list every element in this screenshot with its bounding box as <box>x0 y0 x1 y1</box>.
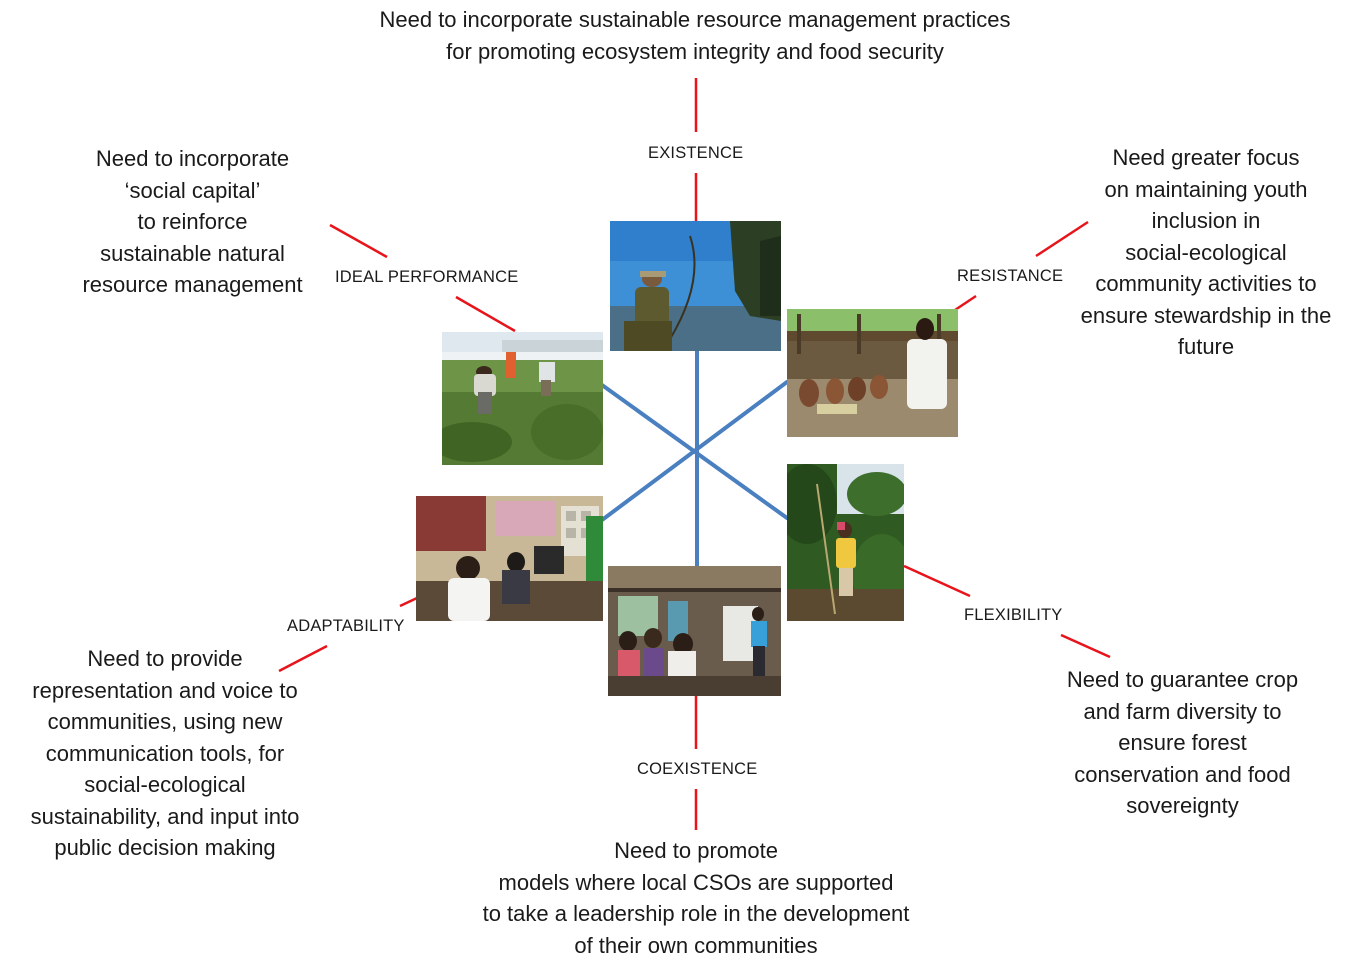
flexibility-connector-bottom <box>1061 635 1110 657</box>
ideal-performance-connector-top <box>330 225 387 257</box>
need-line: on maintaining youth <box>1060 174 1352 206</box>
existence-label: EXISTENCE <box>648 144 743 163</box>
need-line: to take a leadership role in the develop… <box>440 898 952 930</box>
ideal-performance-connector-bottom <box>456 297 515 331</box>
need-line: future <box>1060 331 1352 363</box>
forest-garden-photo <box>787 464 904 621</box>
adaptability-connector-top <box>400 598 417 606</box>
office-communication-photo <box>416 496 603 621</box>
need-line: public decision making <box>5 832 325 864</box>
need-line: Need to incorporate <box>60 143 325 175</box>
need-line: to reinforce <box>60 206 325 238</box>
need-line: models where local CSOs are supported <box>440 867 952 899</box>
adaptability-label: ADAPTABILITY <box>287 617 405 636</box>
need-line: social-ecological <box>5 769 325 801</box>
need-line: sustainability, and input into <box>5 801 325 833</box>
need-line: sovereignty <box>1040 790 1325 822</box>
adaptability-need-text: Need to provide representation and voice… <box>5 643 325 864</box>
need-line: Need to guarantee crop <box>1040 664 1325 696</box>
need-line: inclusion in <box>1060 205 1352 237</box>
need-line: for promoting ecosystem integrity and fo… <box>330 36 1060 68</box>
resistance-connector-bottom <box>955 296 976 310</box>
need-line: of their own communities <box>440 930 952 961</box>
need-line: Need to provide <box>5 643 325 675</box>
community-gathering-photo <box>787 309 958 437</box>
need-line: and farm diversity to <box>1040 696 1325 728</box>
existence-need-text: Need to incorporate sustainable resource… <box>330 4 1060 67</box>
flexibility-need-text: Need to guarantee crop and farm diversit… <box>1040 664 1325 822</box>
need-line: Need greater focus <box>1060 142 1352 174</box>
fisherman-photo <box>610 221 781 351</box>
red-connectors <box>279 78 1110 830</box>
flexibility-connector-top <box>904 566 970 596</box>
need-line: Need to incorporate sustainable resource… <box>330 4 1060 36</box>
resistance-need-text: Need greater focus on maintaining youth … <box>1060 142 1352 363</box>
need-line: ensure stewardship in the <box>1060 300 1352 332</box>
need-line: social-ecological <box>1060 237 1352 269</box>
meeting-photo <box>608 566 781 696</box>
need-line: conservation and food <box>1040 759 1325 791</box>
need-line: representation and voice to <box>5 675 325 707</box>
need-line: resource management <box>60 269 325 301</box>
need-line: ‘social capital’ <box>60 175 325 207</box>
flexibility-label: FLEXIBILITY <box>964 606 1063 625</box>
coexistence-need-text: Need to promote models where local CSOs … <box>440 835 952 961</box>
ideal-performance-label: IDEAL PERFORMANCE <box>335 268 518 287</box>
need-line: sustainable natural <box>60 238 325 270</box>
ideal-performance-need-text: Need to incorporate ‘social capital’ to … <box>60 143 325 301</box>
farm-field-photo <box>442 332 603 465</box>
need-line: ensure forest <box>1040 727 1325 759</box>
hub-lines <box>602 349 787 567</box>
need-line: communication tools, for <box>5 738 325 770</box>
need-line: Need to promote <box>440 835 952 867</box>
coexistence-label: COEXISTENCE <box>637 760 757 779</box>
need-line: community activities to <box>1060 268 1352 300</box>
need-line: communities, using new <box>5 706 325 738</box>
resistance-label: RESISTANCE <box>957 267 1063 286</box>
